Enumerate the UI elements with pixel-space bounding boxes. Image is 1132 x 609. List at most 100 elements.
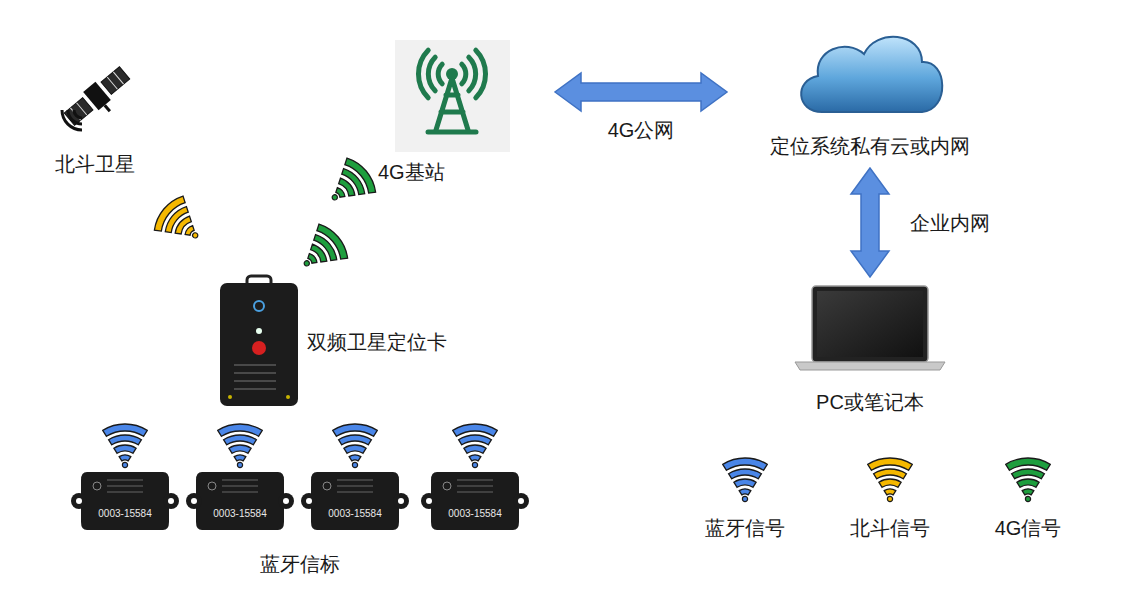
card-logo — [254, 301, 264, 311]
beacon-ear — [71, 493, 87, 509]
laptop-lid — [812, 286, 928, 362]
wave-band — [234, 455, 246, 461]
beacon-print — [222, 480, 258, 481]
wave-band — [1017, 479, 1039, 487]
wave-band — [1006, 458, 1051, 470]
card-dot — [286, 395, 290, 399]
locator-card-node: 双频卫星定位卡 — [215, 272, 477, 410]
beacon-hole — [76, 498, 82, 504]
legend-label: 北斗信号 — [850, 516, 930, 540]
cloud-node: 定位系统私有云或内网 — [755, 25, 985, 162]
wave-band — [734, 479, 756, 487]
wave-band — [218, 424, 263, 436]
beacon-print — [107, 492, 143, 493]
wave-band — [103, 424, 148, 436]
beacon-hole — [426, 498, 432, 504]
beacon-print — [457, 492, 493, 493]
legend-swatch — [998, 450, 1058, 502]
beacon-body — [431, 472, 519, 530]
wave-dot — [887, 496, 892, 501]
double-arrow — [851, 168, 889, 277]
wave-band — [879, 479, 901, 487]
serial-number: 0003-15584 — [213, 508, 266, 520]
legend-swatch — [860, 450, 920, 502]
solar-panel — [101, 67, 130, 95]
serial-number: 0003-15584 — [448, 508, 501, 520]
beacon-icon — [71, 472, 179, 530]
beacon-logo — [323, 482, 331, 490]
satellite-node: 北斗卫星 — [40, 62, 150, 180]
tower-base — [428, 130, 476, 135]
wave-band — [729, 469, 762, 479]
station-background — [395, 40, 510, 152]
wave-dot — [122, 462, 127, 467]
tower-arc — [418, 50, 428, 98]
wave-dot — [352, 462, 357, 467]
wave-band — [868, 458, 913, 470]
wave-band — [884, 489, 896, 495]
node-icon — [55, 66, 140, 138]
panel-line — [113, 72, 123, 84]
beacon-print — [457, 480, 493, 481]
beacon-ear — [513, 493, 529, 509]
signal-wave — [333, 424, 378, 468]
beacon-icon — [186, 472, 294, 530]
tower-arc — [469, 57, 476, 91]
beacon-body — [196, 472, 284, 530]
beacon-print — [337, 486, 373, 487]
wave-band — [119, 455, 131, 461]
wave-band — [459, 435, 492, 445]
beacon-print — [337, 480, 373, 481]
card-print — [234, 364, 276, 365]
wave-band — [453, 424, 498, 436]
beacon-logo — [93, 482, 101, 490]
wave-band — [349, 455, 361, 461]
node-label: 双频卫星定位卡 — [307, 330, 447, 354]
beacon-hole — [518, 498, 524, 504]
signal-wave — [290, 220, 352, 282]
card-print — [234, 372, 276, 373]
node-label: PC或笔记本 — [816, 390, 924, 414]
node-label: 蓝牙信标 — [260, 552, 340, 576]
beacon-ear — [163, 493, 179, 509]
beacon-ear — [278, 493, 294, 509]
signal-wave — [453, 424, 498, 468]
signal-wave — [318, 154, 380, 216]
signal-arc — [62, 110, 82, 130]
wave-dot — [303, 260, 310, 267]
node-icon — [72, 470, 534, 532]
signal-wave — [103, 424, 148, 468]
signal-wave — [868, 458, 913, 502]
beacon-hole — [398, 498, 404, 504]
signal-wave — [218, 424, 263, 468]
wave-band — [229, 445, 251, 453]
node-icon — [795, 285, 945, 371]
panel-line — [77, 103, 87, 115]
wave-dot — [742, 496, 747, 501]
beacon-ear — [421, 493, 437, 509]
signal-wave — [723, 458, 768, 502]
node-icon — [395, 40, 510, 152]
wave-dot — [237, 462, 242, 467]
node-label: 4G基站 — [378, 160, 445, 184]
legend-swatch — [715, 450, 775, 502]
edge-label: 4G公网 — [605, 118, 678, 142]
wave-dot — [192, 232, 199, 239]
wave-dot — [472, 462, 477, 467]
wave-band — [874, 469, 907, 479]
card-body — [220, 283, 298, 406]
serial-number: 0003-15584 — [328, 508, 381, 520]
tower-arc — [476, 50, 486, 98]
laptop-node: PC或笔记本 — [790, 283, 950, 418]
beacon-group-node: 蓝牙信标 — [72, 468, 534, 580]
base-station-node: 4G基站 — [374, 38, 517, 188]
satellite-signal — [62, 110, 82, 130]
beacon-body — [81, 472, 169, 530]
card-print — [234, 388, 276, 389]
wave-band — [339, 435, 372, 445]
legend-label: 4G信号 — [995, 516, 1062, 540]
beacon-hole — [283, 498, 289, 504]
card-dot — [228, 395, 232, 399]
